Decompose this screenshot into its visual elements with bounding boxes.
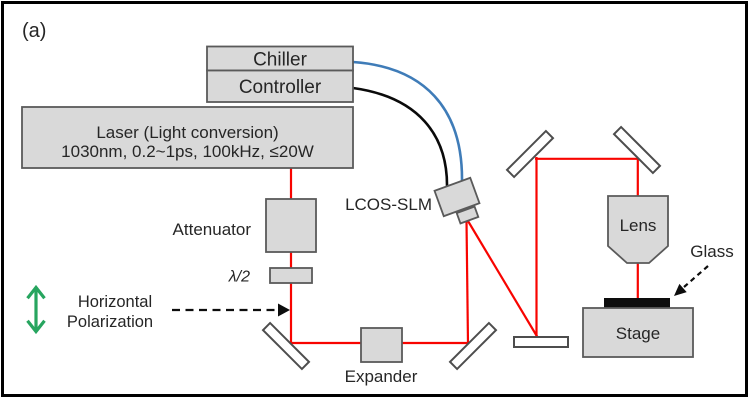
stage-label: Stage [616,324,660,343]
polarization-pointer-arrowhead-icon [278,303,290,317]
lcos-slm-label: LCOS-SLM [345,195,432,214]
half-wave-plate [269,267,313,284]
lcos-slm-connector [455,205,480,225]
lens-shape [607,195,669,264]
attenuator-box [265,198,317,253]
half-wave-plate-label: λ/2 [228,269,250,286]
vertical-polarization-arrow-icon [26,284,46,335]
chiller-label: Chiller [253,50,308,71]
controller-box [206,69,354,103]
stage-box [582,307,694,358]
panel-label: (a) [22,20,46,42]
attenuator-label: Attenuator [173,220,252,239]
controller-label: Controller [239,77,322,98]
glass-label: Glass [690,242,733,261]
chiller-box [206,45,354,72]
polarization-label-line2: Polarization [67,313,153,331]
beam-slm-to-plate [467,220,539,339]
laser-box [21,106,354,169]
chiller-cable [352,60,464,183]
controller-cable [352,86,449,189]
expander-box [360,327,403,363]
mirror-4 [612,125,662,175]
mirror-3 [505,129,555,179]
fold-plate [513,336,569,348]
beam-mirror2-to-slm [465,220,470,345]
glass-bar [604,298,670,308]
polarization-label-line1: Horizontal [78,293,152,311]
laser-label-line2: 1030nm, 0.2~1ps, 100kHz, ≤20W [61,142,314,161]
laser-label-line1: Laser (Light conversion) [96,123,278,142]
mirror-2 [448,321,498,371]
mirror-1 [261,321,311,371]
expander-label: Expander [345,367,418,386]
lcos-slm-body [433,176,481,218]
lens-label: Lens [620,216,657,235]
glass-pointer-arrowhead-icon [674,283,687,296]
